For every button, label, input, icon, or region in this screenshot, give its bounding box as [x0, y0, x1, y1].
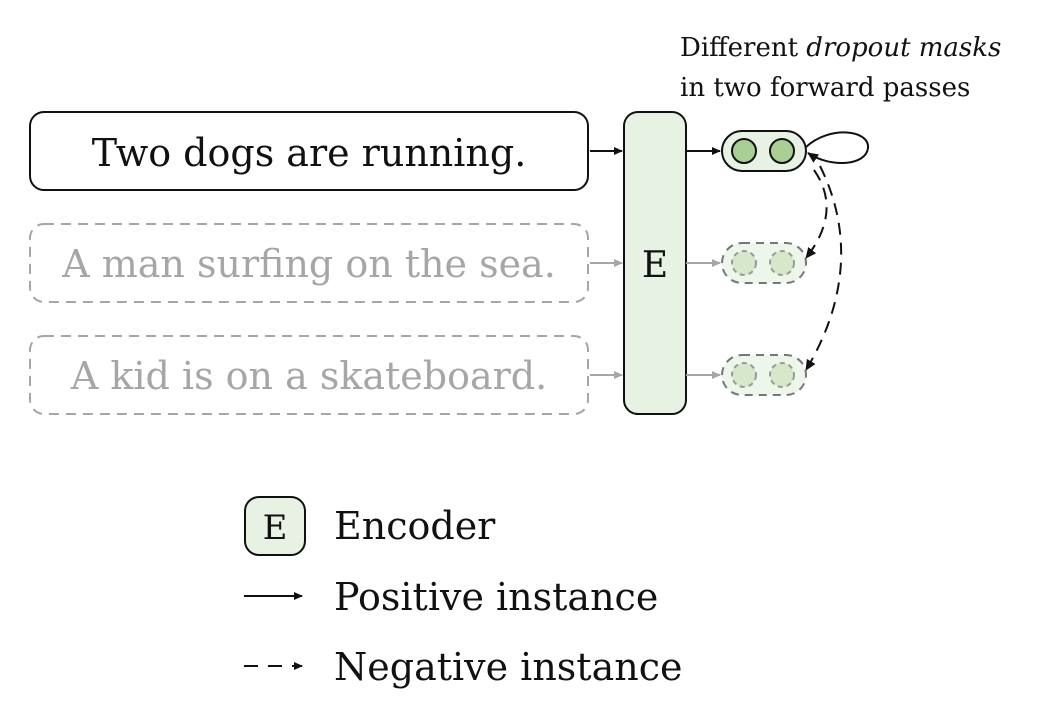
representation-3 — [721, 354, 807, 396]
sentence-box-2 — [29, 223, 589, 303]
legend-positive-label: Positive instance — [334, 575, 658, 619]
legend-encoder-symbol: E — [263, 508, 288, 548]
sentence-box-1 — [29, 111, 589, 191]
representation-2-node-b — [769, 250, 795, 276]
representation-2 — [721, 242, 807, 284]
representation-1-node-a — [731, 138, 757, 164]
sentence-text-2: A man surfing on the sea. — [61, 242, 556, 286]
representation-1-node-b — [769, 138, 795, 164]
legend: E Encoder Positive instance Negative ins… — [244, 496, 682, 689]
positive-self-loop-arrow — [805, 131, 870, 165]
legend-encoder-label: Encoder — [334, 504, 496, 548]
representation-2-node-a — [731, 250, 757, 276]
representation-3-node-b — [769, 362, 795, 388]
representation-1 — [721, 130, 807, 172]
sentence-text-1: Two dogs are running. — [92, 131, 527, 175]
caption-line-1: Different dropout masks — [680, 33, 1001, 63]
sentence-text-3: A kid is on a skateboard. — [70, 354, 547, 398]
representation-3-node-a — [731, 362, 757, 388]
negative-arrow-to-3 — [805, 165, 843, 371]
encoder-label: E — [642, 245, 668, 286]
negative-arrow-to-2 — [805, 169, 828, 259]
sentence-box-3 — [29, 335, 589, 415]
legend-negative-label: Negative instance — [334, 645, 682, 689]
legend-encoder-symbol-box — [244, 496, 306, 556]
caption-line-2: in two forward passes — [680, 73, 970, 103]
